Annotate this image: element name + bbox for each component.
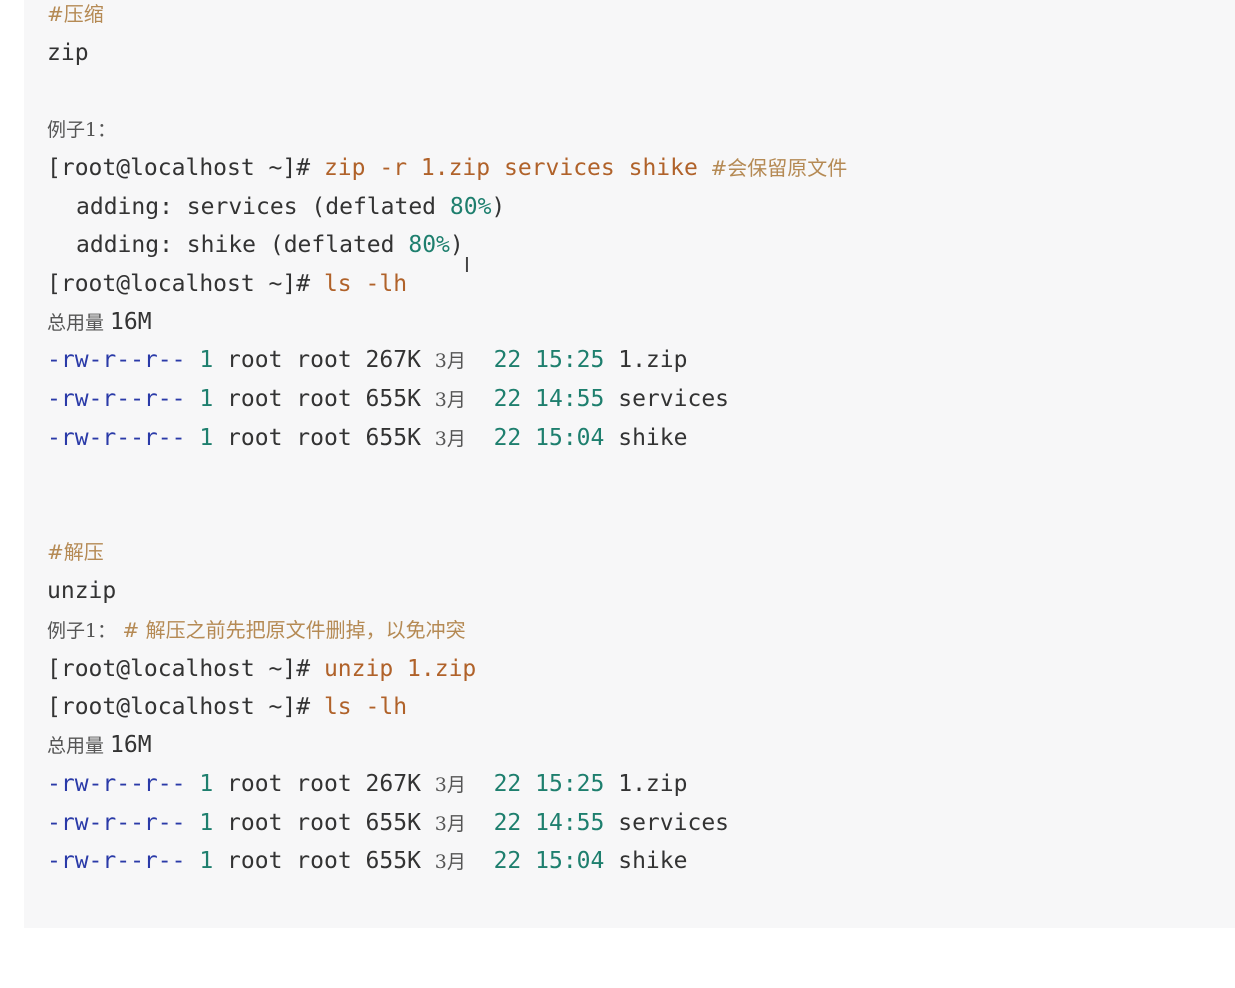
ls-command-text: ls -lh [323, 271, 408, 297]
compress-command: zip [47, 40, 89, 66]
file-size: 267K [365, 771, 421, 797]
prompt: [root@localhost ~]# [47, 271, 324, 297]
total-value: 16M [110, 309, 152, 335]
link-count: 1 [199, 425, 214, 451]
file-size: 655K [365, 809, 421, 836]
day: 22 [493, 347, 522, 373]
month: 3月 [434, 774, 466, 796]
owner: root root [213, 848, 366, 874]
link-count: 1 [199, 386, 214, 412]
listing-row: -rw-r--r-- 1 root root 655K 3月 22 15:04 … [47, 419, 687, 457]
link-count: 1 [199, 848, 214, 874]
output-line-shike: adding: shike (deflated 80%) [47, 226, 464, 264]
month: 3月 [434, 350, 466, 372]
extract-cmd-line-2: [root@localhost ~]# ls -lh [47, 688, 407, 726]
month: 3月 [434, 428, 466, 450]
file-name: shike [604, 425, 688, 451]
file-permissions: -rw-r--r-- [47, 347, 186, 373]
extract-example-label: 例子1： [47, 620, 117, 642]
file-size: 655K [365, 386, 421, 412]
time: 15:25 [535, 771, 605, 797]
extract-command: unzip [47, 578, 117, 604]
time: 14:55 [535, 386, 605, 412]
compress-heading: #压缩 [47, 2, 104, 26]
output-text: adding: shike (deflated [76, 232, 409, 258]
zip-command-text: zip -r 1.zip services shike [323, 155, 698, 181]
day: 22 [493, 771, 522, 797]
file-permissions: -rw-r--r-- [47, 809, 186, 836]
extract-heading: #解压 [47, 540, 104, 564]
zip-command-comment: #会保留原文件 [697, 156, 848, 180]
output-text: adding: services (deflated [76, 194, 450, 220]
output-line-services: adding: services (deflated 80%) [47, 188, 505, 226]
prompt: [root@localhost ~]# [47, 694, 324, 720]
extract-cmd-line-1: [root@localhost ~]# unzip 1.zip [47, 650, 476, 688]
month: 3月 [434, 389, 466, 411]
output-percent: 80% [449, 194, 492, 220]
total-value: 16M [110, 732, 152, 758]
month: 3月 [434, 812, 466, 835]
owner: root root [213, 386, 366, 412]
file-permissions: -rw-r--r-- [47, 425, 186, 451]
time: 15:04 [535, 848, 605, 874]
output-paren: ) [449, 232, 464, 258]
compress-example-label: 例子1： [47, 119, 117, 141]
file-name: shike [604, 848, 688, 874]
prompt: [root@localhost ~]# [47, 656, 324, 682]
owner: root root [213, 347, 366, 373]
prompt: [root@localhost ~]# [47, 155, 324, 181]
total-line: 总用量 16M [47, 726, 152, 764]
extract-example-line: 例子1： # 解压之前先把原文件删掉，以免冲突 [47, 611, 466, 649]
text-cursor-icon: I [464, 253, 470, 277]
compress-cmd-line-2: [root@localhost ~]# ls -lh [47, 265, 407, 303]
day: 22 [493, 425, 522, 451]
owner: root root [213, 809, 366, 836]
compress-cmd-line-1: [root@localhost ~]# zip -r 1.zip service… [47, 149, 847, 187]
ls-command-text: ls -lh [323, 694, 408, 720]
listing-row: -rw-r--r-- 1 root root 267K 3月 22 15:25 … [47, 765, 687, 803]
day: 22 [493, 848, 522, 874]
time: 15:04 [535, 425, 605, 451]
file-name: services [604, 386, 730, 412]
file-permissions: -rw-r--r-- [47, 386, 186, 412]
file-name: 1.zip [604, 771, 688, 797]
file-permissions: -rw-r--r-- [47, 848, 186, 874]
file-name: services [604, 809, 730, 836]
file-size: 655K [365, 425, 421, 451]
total-label: 总用量 [47, 312, 111, 334]
link-count: 1 [199, 771, 214, 797]
output-percent: 80% [408, 232, 450, 258]
time: 15:25 [535, 347, 605, 373]
day: 22 [493, 809, 522, 836]
file-name: 1.zip [604, 347, 688, 373]
unzip-command-text: unzip 1.zip [323, 656, 477, 682]
extract-example-comment: # 解压之前先把原文件删掉，以免冲突 [116, 618, 466, 642]
time: 14:55 [535, 809, 605, 836]
owner: root root [213, 771, 366, 797]
listing-row: -rw-r--r-- 1 root root 655K 3月 22 15:04 … [47, 842, 687, 880]
total-label: 总用量 [47, 735, 111, 757]
link-count: 1 [199, 809, 214, 836]
day: 22 [493, 386, 522, 412]
listing-row: -rw-r--r-- 1 root root 655K 3月 22 14:55 … [47, 804, 729, 842]
month: 3月 [434, 851, 466, 873]
listing-row: -rw-r--r-- 1 root root 267K 3月 22 15:25 … [47, 341, 687, 379]
total-line: 总用量 16M [47, 303, 152, 341]
file-permissions: -rw-r--r-- [47, 771, 186, 797]
listing-row: -rw-r--r-- 1 root root 655K 3月 22 14:55 … [47, 380, 729, 418]
code-block: #压缩 zip 例子1： [root@localhost ~]# zip -r … [24, 0, 1235, 928]
owner: root root [213, 425, 366, 451]
link-count: 1 [199, 347, 214, 373]
file-size: 267K [365, 347, 421, 373]
output-paren: ) [491, 194, 506, 220]
file-size: 655K [365, 848, 421, 874]
